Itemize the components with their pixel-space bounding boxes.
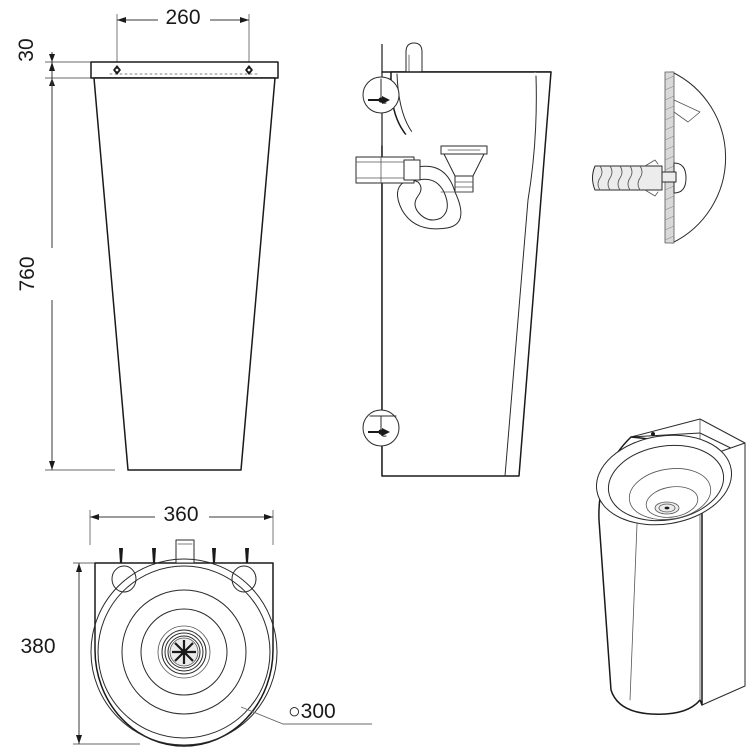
- back-tab-4: [245, 548, 249, 563]
- faucet-spout: [405, 42, 423, 73]
- arrow-right-260: [240, 17, 249, 23]
- arrow-left-360: [90, 514, 99, 520]
- bowl-ring-3: [121, 589, 247, 715]
- detail-wall-slab: [665, 72, 674, 243]
- iso-fixing-hole-1: [651, 432, 655, 436]
- drain-waste-fitting: [440, 145, 488, 193]
- wall-fixing-detail-view: [592, 71, 727, 244]
- arrow-380-bot: [76, 735, 82, 744]
- dim-360-label-bg: [155, 503, 209, 527]
- detail-dome: [671, 71, 727, 244]
- front-fixing-left: [113, 65, 121, 75]
- dim-label-760: 760: [16, 256, 39, 291]
- wall-outlet-pipe: [355, 156, 421, 184]
- back-tabs: [119, 548, 249, 563]
- iso-bowl-base-ring: [645, 486, 699, 518]
- dim-260-label-bg: [158, 6, 210, 30]
- dim-label-dia300: ○300: [288, 700, 336, 723]
- iso-bowl-rim-inner: [607, 444, 725, 522]
- bowl-ring-5: [157, 625, 211, 679]
- back-tab-1: [119, 548, 123, 563]
- leader-line-dia300: [240, 706, 372, 725]
- front-tapered-body: [93, 77, 276, 471]
- arrow-760-bot: [49, 461, 55, 470]
- back-tab-3: [212, 548, 216, 563]
- front-fixing-right: [245, 65, 253, 75]
- side-section-view: [355, 42, 552, 477]
- bowl-ring-2: [97, 565, 271, 739]
- drain-grate: [161, 629, 207, 675]
- top-plan-view: 360 380: [20, 503, 372, 747]
- side-body-edge-line: [504, 75, 537, 477]
- bowl-ring-outer: [90, 558, 278, 746]
- dim-label-30: 30: [15, 38, 38, 61]
- iso-bowl-mid-ring: [628, 468, 712, 520]
- tap-hole-right: [231, 565, 257, 593]
- bowl-ring-4: [140, 608, 228, 696]
- front-elevation-view: 260 30 760: [15, 6, 279, 471]
- isometric-view: [595, 418, 746, 715]
- lower-fixing-detail: [362, 409, 400, 447]
- dim-label-380: 380: [20, 635, 55, 658]
- center-tab: [175, 539, 195, 564]
- dim-label-360: 360: [163, 503, 198, 526]
- arrow-left-260: [117, 17, 126, 23]
- tap-hole-left: [111, 565, 137, 593]
- detail-bracket: [673, 99, 701, 123]
- arrow-30-top: [49, 54, 55, 62]
- dim-label-260: 260: [165, 6, 200, 29]
- upper-fixing-detail: [362, 76, 400, 114]
- arrow-760-top: [49, 62, 55, 71]
- detail-wall-plug: [592, 159, 663, 197]
- dim-760-label-bg: [40, 248, 64, 300]
- arrow-right-360: [264, 514, 273, 520]
- back-tab-2: [152, 548, 156, 563]
- iso-drain-grate: [654, 501, 680, 515]
- detail-dome-washer: [673, 162, 687, 194]
- arrow-380-top: [76, 563, 82, 572]
